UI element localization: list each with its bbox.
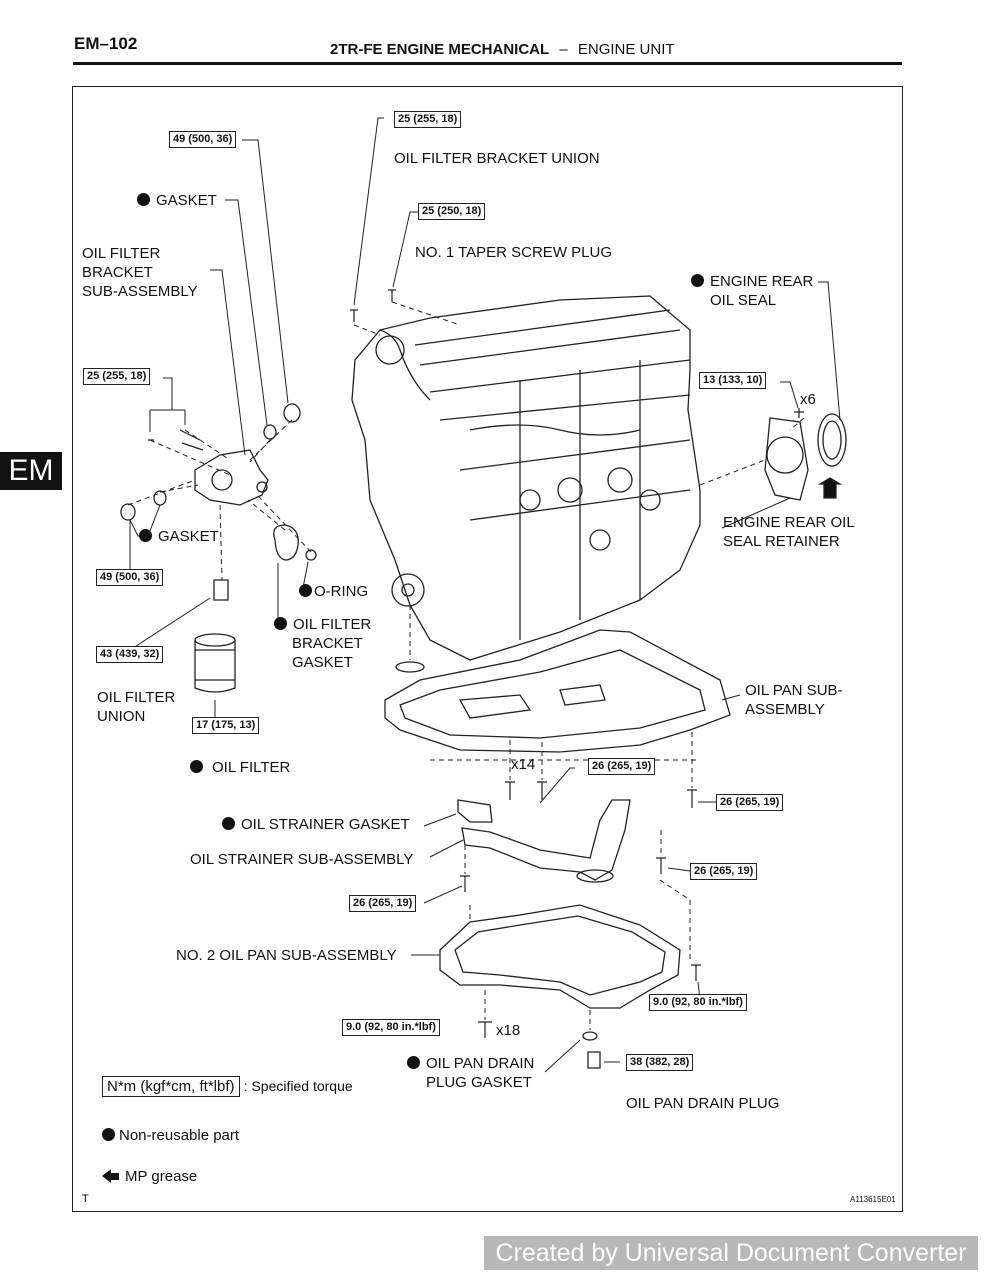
torque-spec-box: 38 (382, 28) [626, 1054, 694, 1071]
label-gasket-top: GASKET [137, 191, 217, 210]
subsection-title: ENGINE UNIT [577, 41, 675, 58]
non-reusable-dot-icon [222, 817, 235, 830]
label-oil-filter-bracket-sub-assembly: OIL FILTER BRACKET SUB-ASSEMBLY [82, 245, 198, 300]
oil-strainer [461, 799, 631, 881]
torque-spec-box: 26 (265, 19) [349, 895, 417, 912]
non-reusable-dot-icon [102, 1128, 115, 1141]
torque-spec-box: 9.0 (92, 80 in.*lbf) [649, 994, 747, 1011]
label-o-ring: O-RING [299, 582, 368, 601]
label-oil-filter-union: OIL FILTER UNION [97, 689, 176, 725]
page-title: 2TR-FE ENGINE MECHANICAL – ENGINE UNIT [330, 41, 675, 58]
label-x6: x6 [800, 391, 816, 408]
label-oil-filter: OIL FILTER [190, 758, 290, 777]
converter-watermark: Created by Universal Document Converter [484, 1236, 978, 1270]
legend-torque: N*m (kgf*cm, ft*lbf) : Specified torque [102, 1076, 353, 1097]
torque-spec-box: 26 (265, 19) [716, 794, 784, 811]
label-gasket-mid: GASKET [139, 527, 219, 546]
torque-spec-box: 9.0 (92, 80 in.*lbf) [342, 1019, 440, 1036]
label-oil-pan-drain-plug: OIL PAN DRAIN PLUG [626, 1095, 780, 1112]
torque-spec-box: 49 (500, 36) [169, 131, 237, 148]
non-reusable-dot-icon [137, 193, 150, 206]
torque-spec-box: 17 (175, 13) [192, 717, 260, 734]
legend-non-reusable: Non-reusable part [102, 1126, 239, 1145]
torque-spec-box: 25 (255, 18) [83, 368, 151, 385]
header-rule [73, 62, 902, 65]
torque-spec-box: 43 (439, 32) [96, 646, 164, 663]
label-taper-screw-plug: NO. 1 TAPER SCREW PLUG [415, 244, 612, 261]
engine-block-outline [351, 295, 701, 661]
label-oil-pan-drain-plug-gasket: OIL PAN DRAIN PLUG GASKET [407, 1054, 534, 1092]
torque-spec-box: 25 (250, 18) [418, 203, 486, 220]
oil-filter-bracket [194, 449, 269, 506]
rear-oil-seal-retainer [764, 417, 809, 501]
legend-torque-units: N*m (kgf*cm, ft*lbf) [102, 1076, 240, 1097]
section-tab: EM [0, 452, 62, 490]
page-code: EM–102 [74, 34, 138, 53]
title-separator: – [559, 41, 568, 58]
non-reusable-dot-icon [299, 584, 312, 597]
label-oil-filter-bracket-union: OIL FILTER BRACKET UNION [394, 150, 600, 167]
label-engine-rear-oil-seal-retainer: ENGINE REAR OIL SEAL RETAINER [723, 514, 855, 550]
torque-spec-box: 26 (265, 19) [690, 863, 758, 880]
torque-spec-box: 49 (500, 36) [96, 569, 164, 586]
oil-pan-sub-assembly [384, 629, 731, 753]
non-reusable-dot-icon [691, 274, 704, 287]
non-reusable-dot-icon [139, 529, 152, 542]
legend-mp-grease: MP grease [102, 1167, 197, 1186]
corner-mark: T [82, 1193, 89, 1205]
oil-strainer-gasket [457, 799, 493, 823]
label-engine-rear-oil-seal: ENGINE REAR OIL SEAL [691, 272, 813, 310]
label-oil-pan-sub-assembly: OIL PAN SUB- ASSEMBLY [745, 682, 843, 718]
torque-spec-box: 25 (255, 18) [394, 111, 462, 128]
legend-torque-desc: : Specified torque [243, 1078, 353, 1094]
non-reusable-dot-icon [190, 760, 203, 773]
label-x14: x14 [511, 756, 536, 773]
torque-spec-box: 13 (133, 10) [699, 372, 767, 389]
figure-id: A113615E01 [850, 1195, 896, 1204]
grease-arrow-icon [102, 1169, 111, 1183]
diagram-frame [72, 86, 903, 1212]
section-title: 2TR-FE ENGINE MECHANICAL [330, 41, 550, 58]
label-oil-strainer-gasket: OIL STRAINER GASKET [222, 815, 410, 834]
no2-oil-pan [439, 904, 681, 1009]
torque-spec-box: 26 (265, 19) [588, 758, 656, 775]
non-reusable-dot-icon [407, 1056, 420, 1069]
label-oil-strainer-sub-assembly: OIL STRAINER SUB-ASSEMBLY [190, 851, 414, 868]
label-oil-filter-bracket-gasket: OIL FILTER BRACKET GASKET [274, 615, 371, 672]
label-no2-oil-pan-sub-assembly: NO. 2 OIL PAN SUB-ASSEMBLY [176, 947, 397, 964]
label-x18: x18 [496, 1022, 521, 1039]
non-reusable-dot-icon [274, 617, 287, 630]
